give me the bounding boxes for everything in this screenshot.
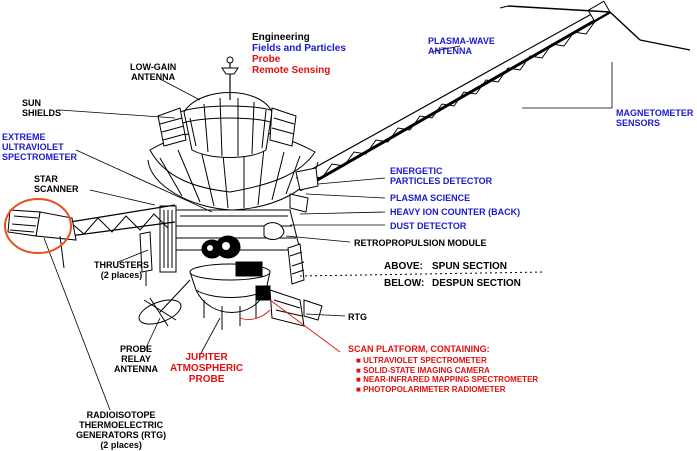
despun-section: [269, 243, 323, 327]
jupiter-probe: [189, 261, 271, 330]
label-sun-shields: SUN SHIELDS: [22, 98, 62, 118]
label-jupiter-probe: JUPITER ATMOSPHERIC PROBE: [170, 352, 244, 385]
label-plasma-wave-antenna: PLASMA-WAVE ANTENNA: [428, 36, 495, 56]
rtg-highlight-circle: [4, 198, 72, 254]
rtg-boom: [7, 204, 176, 269]
scan-platform-item-text: SOLID-STATE IMAGING CAMERA: [363, 365, 490, 375]
label-low-gain-antenna: LOW-GAIN ANTENNA: [130, 62, 177, 82]
scan-platform-item: ■ SOLID-STATE IMAGING CAMERA: [356, 365, 490, 375]
scan-platform-title: SCAN PLATFORM, CONTAINING:: [348, 344, 490, 354]
scan-platform-item: ■ PHOTOPOLARIMETER RADIOMETER: [356, 384, 506, 394]
below-label: BELOW:: [384, 278, 425, 289]
leader-lines: [43, 45, 613, 411]
legend-fields-and-particles: Fields and Particles: [252, 43, 346, 54]
legend-probe: Probe: [252, 54, 281, 65]
label-energetic-particles-detector: ENERGETIC PARTICLES DETECTOR: [390, 166, 493, 186]
spacecraft-bus: [159, 167, 319, 273]
label-heavy-ion-counter: HEAVY ION COUNTER (BACK): [390, 207, 521, 217]
scan-platform-item-text: PHOTOPOLARIMETER RADIOMETER: [363, 384, 506, 394]
label-rtg-generators: RADIOISOTOPE THERMOELECTRIC GENERATORS (…: [76, 410, 167, 450]
label-star-scanner: STAR SCANNER: [34, 174, 79, 194]
label-dust-detector: DUST DETECTOR: [390, 221, 467, 231]
legend-remote-sensing: Remote Sensing: [252, 65, 331, 76]
spacecraft-drawing: [7, 0, 691, 330]
label-magnetometer-sensors: MAGNETOMETER SENSORS: [616, 108, 694, 128]
plasma-wave-antenna: [499, 5, 691, 51]
label-probe-relay-antenna: PROBE RELAY ANTENNA: [114, 344, 158, 374]
scan-platform-item: ■ ULTRAVIOLET SPECTROMETER: [356, 356, 487, 365]
label-thrusters: THRUSTERS (2 places): [94, 260, 150, 280]
scan-platform-item-text: ULTRAVIOLET SPECTROMETER: [363, 356, 487, 365]
scan-platform-leaders: [239, 299, 341, 353]
legend-engineering: Engineering: [252, 32, 310, 43]
scan-platform-item-text: NEAR-INFRARED MAPPING SPECTROMETER: [363, 375, 539, 384]
probe-relay-antenna: [138, 279, 191, 327]
label-retropropulsion-module: RETROPROPULSION MODULE: [354, 238, 487, 248]
magnetometer-boom: [295, 0, 611, 192]
scan-platform-item: ■ NEAR-INFRARED MAPPING SPECTROMETER: [356, 375, 539, 384]
above-label: ABOVE:: [384, 261, 423, 272]
spun-despun-divider: [299, 271, 546, 277]
label-euv-spectrometer: EXTREME ULTRAVIOLET SPECTROMETER: [2, 132, 78, 162]
thruster-booms: [139, 231, 153, 286]
label-rtg: RTG: [348, 312, 367, 322]
above-value: SPUN SECTION: [432, 261, 508, 272]
scan-platform-list: ■ ULTRAVIOLET SPECTROMETER ■ SOLID-STATE…: [356, 356, 538, 394]
below-value: DESPUN SECTION: [432, 278, 521, 289]
label-plasma-science: PLASMA SCIENCE: [390, 193, 471, 203]
